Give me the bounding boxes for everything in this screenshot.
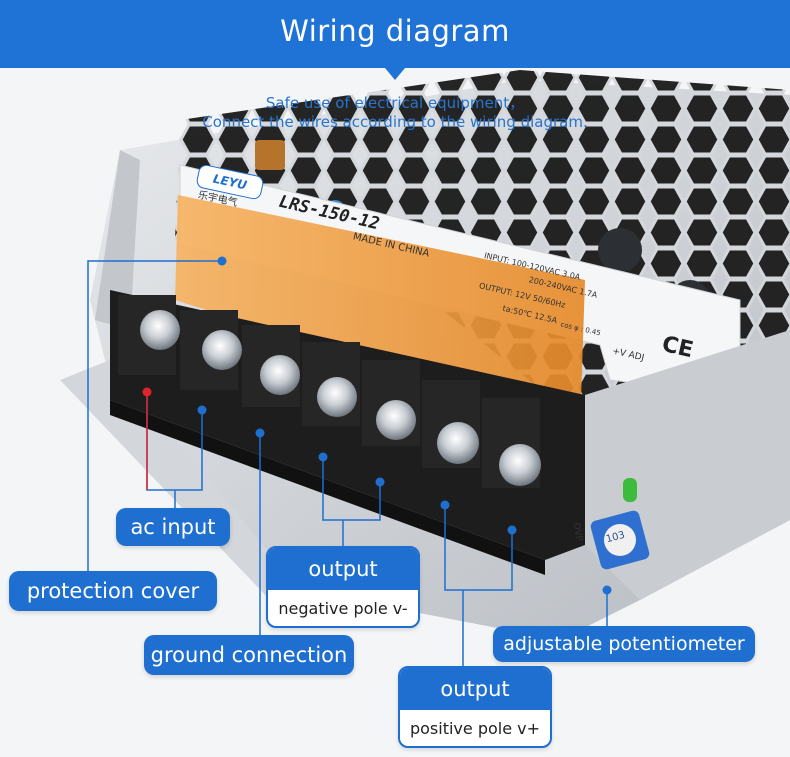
output-negative-desc: negative pole v-: [278, 598, 408, 618]
callout-ac-input: ac input: [116, 508, 230, 546]
led-indicator: [623, 478, 637, 502]
case-side: [95, 150, 140, 330]
subtitle-line-1: Safe use of electrical equipment，: [265, 94, 525, 112]
page-title: Wiring diagram: [280, 14, 510, 48]
terminal-screws: [118, 295, 541, 488]
line-negative: [322, 457, 381, 521]
potentiometer-knob: [604, 524, 636, 556]
transformer-coil: [255, 140, 285, 170]
output-negative-title: output: [268, 548, 418, 590]
line-ac-input: [146, 392, 203, 491]
terminal-block-base: [110, 400, 545, 575]
line-positive: [444, 505, 513, 591]
header-notch: [385, 68, 405, 80]
callout-output-negative: output negative pole v-: [266, 546, 420, 628]
protection-cover-shape: [175, 195, 585, 430]
callout-ground-connection: ground connection: [144, 635, 354, 675]
callout-protection-cover: protection cover: [9, 571, 217, 611]
callout-adjustable-potentiometer: adjustable potentiometer: [493, 626, 755, 662]
subtitle-line-2: Connect the wires according to the wirin…: [202, 113, 588, 131]
output-positive-title: output: [400, 668, 550, 710]
mounting-flange: [60, 360, 300, 600]
output-positive-desc: positive pole v+: [409, 718, 541, 738]
line-protection-cover: [87, 260, 222, 573]
callout-output-positive: output positive pole v+: [398, 666, 552, 748]
terminal-markers: [142, 256, 612, 595]
header-bar: Wiring diagram: [0, 0, 790, 68]
electrolytic-capacitor: [598, 228, 642, 272]
